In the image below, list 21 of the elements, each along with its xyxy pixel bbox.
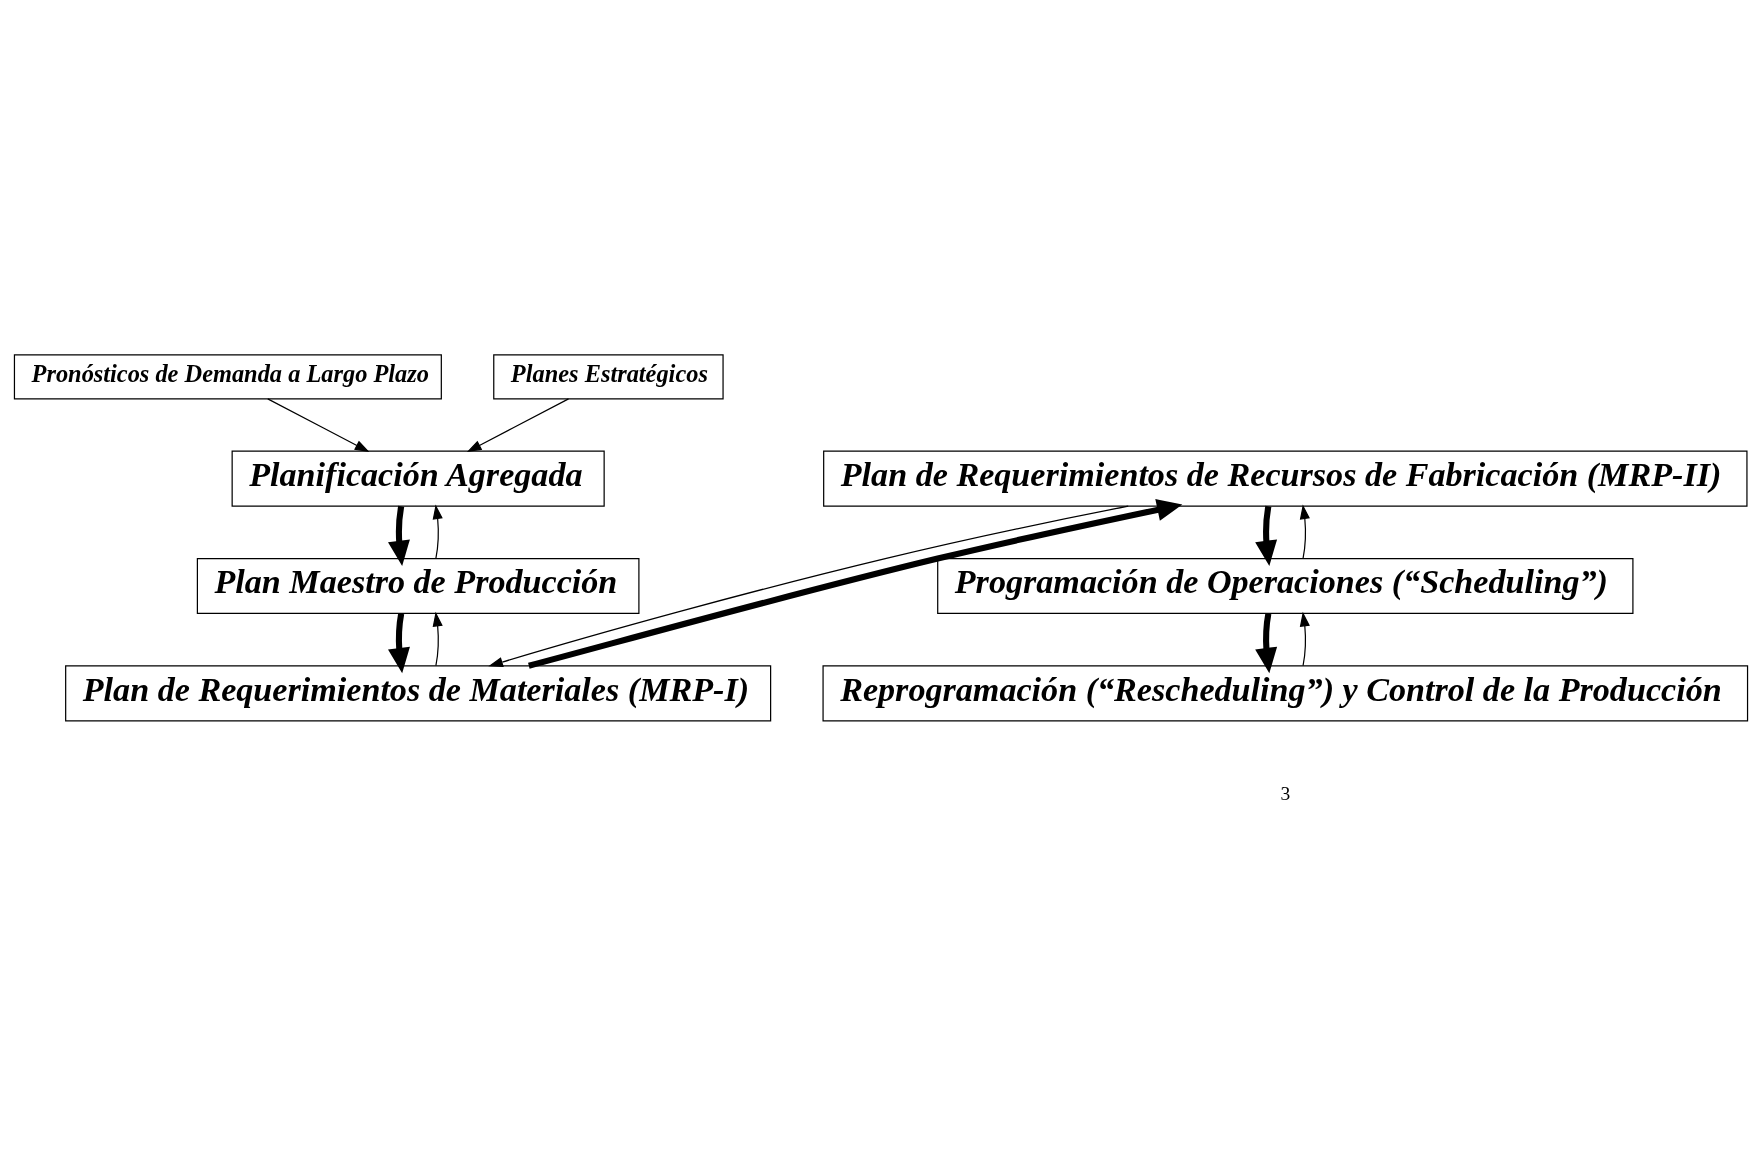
arrow [1299,504,1310,559]
node-box: Reprogramación (“Rescheduling”) y Control de la Producción [822,664,1749,721]
node-box: Programación de Operaciones (“Scheduling”) [937,557,1634,614]
arrow [388,612,410,673]
node-box: Planes Estratégicos [493,353,724,399]
node-box: Plan Maestro de Producción [196,557,640,614]
label: 3 [1280,782,1291,804]
node-box: Plan de Requerimientos de Materiales (MRP-I) [65,664,772,721]
arrow [488,505,1129,667]
arrow [1299,611,1310,666]
arrow [432,504,443,559]
node-box: Pronósticos de Demanda a Largo Plazo [13,353,442,399]
arrow [432,611,443,666]
arrow [1255,505,1278,566]
arrow [388,505,410,566]
node-box: Plan de Requerimientos de Recursos de Fabricación (MRP-II) [823,450,1748,507]
arrow [1255,612,1278,673]
arrow [466,397,570,452]
arrow [267,397,370,452]
arrow [528,498,1183,669]
node-box: Planificación Agregada [231,450,605,507]
